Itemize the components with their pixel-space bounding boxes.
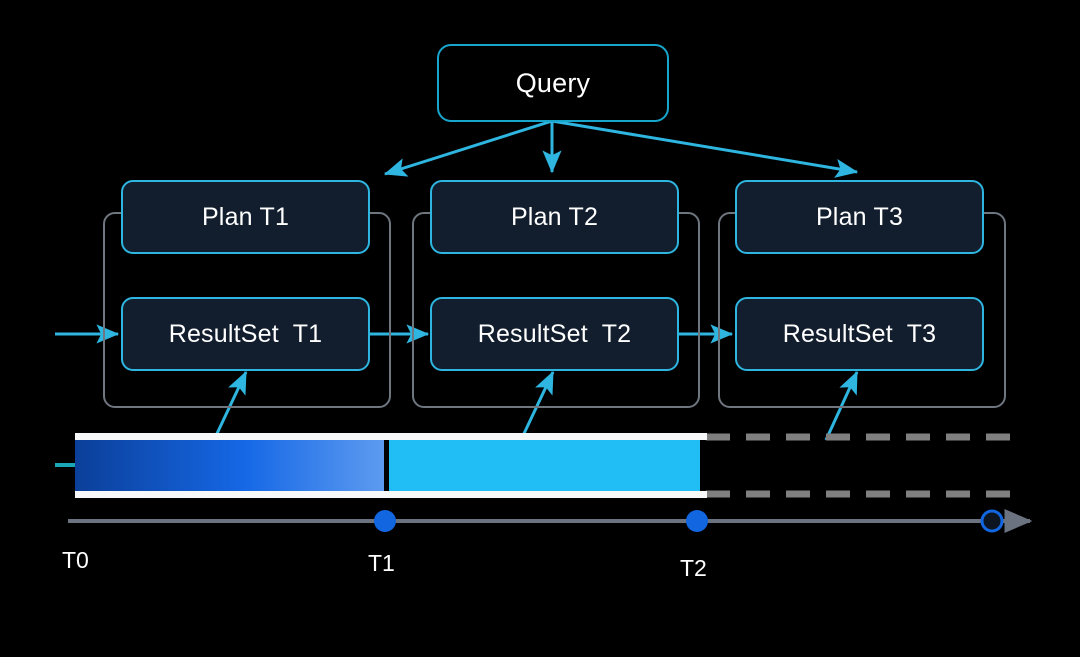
resultset-node-2[interactable]: ResultSet T2 — [430, 297, 679, 371]
resultset-node-3-label: ResultSet T3 — [782, 319, 937, 348]
plan-node-2-label: Plan T2 — [510, 202, 599, 231]
plan-node-3[interactable]: Plan T3 — [735, 180, 984, 254]
plan-node-3-label: Plan T3 — [815, 202, 904, 231]
timeline-dot-t1[interactable] — [374, 510, 396, 532]
plan-node-2[interactable]: Plan T2 — [430, 180, 679, 254]
timeline-dot-future[interactable] — [980, 509, 1004, 533]
plan-node-1[interactable]: Plan T1 — [121, 180, 370, 254]
timeline-label-t0: T0 — [62, 547, 89, 573]
resultset-node-3[interactable]: ResultSet T3 — [735, 297, 984, 371]
query-node-label: Query — [515, 67, 591, 98]
timeline-label-t1: T1 — [368, 550, 395, 576]
timeline-dot-t2[interactable] — [686, 510, 708, 532]
bar-segment-solid[interactable] — [389, 440, 700, 491]
plan-node-1-label: Plan T1 — [201, 202, 290, 231]
resultset-node-1-label: ResultSet T1 — [168, 319, 323, 348]
resultset-node-1[interactable]: ResultSet T1 — [121, 297, 370, 371]
timeline-label-t2: T2 — [680, 555, 707, 581]
bar-border-top — [75, 433, 707, 440]
edge-query-to-plan-3 — [551, 119, 859, 178]
edge-query-to-plan-1 — [383, 119, 553, 177]
resultset-node-2-label: ResultSet T2 — [477, 319, 632, 348]
query-node[interactable]: Query — [437, 44, 669, 122]
bar-border-bottom — [75, 491, 707, 498]
bar-segment-gradient[interactable] — [75, 440, 384, 491]
